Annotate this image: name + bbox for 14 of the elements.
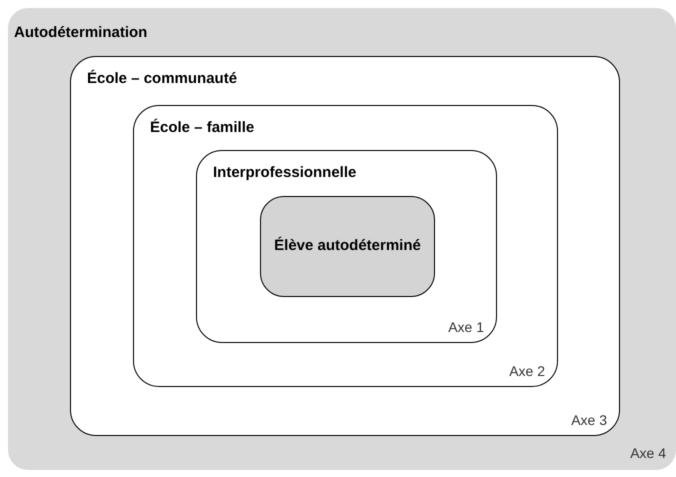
node-title: Autodétermination [14,23,148,43]
center-box [260,196,435,297]
outer-band [8,8,676,470]
nested-box [133,105,558,387]
node-title: Élève autodéterminé [274,236,421,256]
axis-label: Axe 1 [448,318,484,337]
nested-box [70,56,620,436]
node-title: Interprofessionnelle [213,163,356,183]
axis-label: Axe 4 [630,444,666,463]
axis-label: Axe 2 [509,362,545,381]
node-title: École – famille [150,118,254,138]
nested-box [196,150,497,343]
node-title: École – communauté [87,68,238,89]
axis-label: Axe 3 [571,411,607,430]
